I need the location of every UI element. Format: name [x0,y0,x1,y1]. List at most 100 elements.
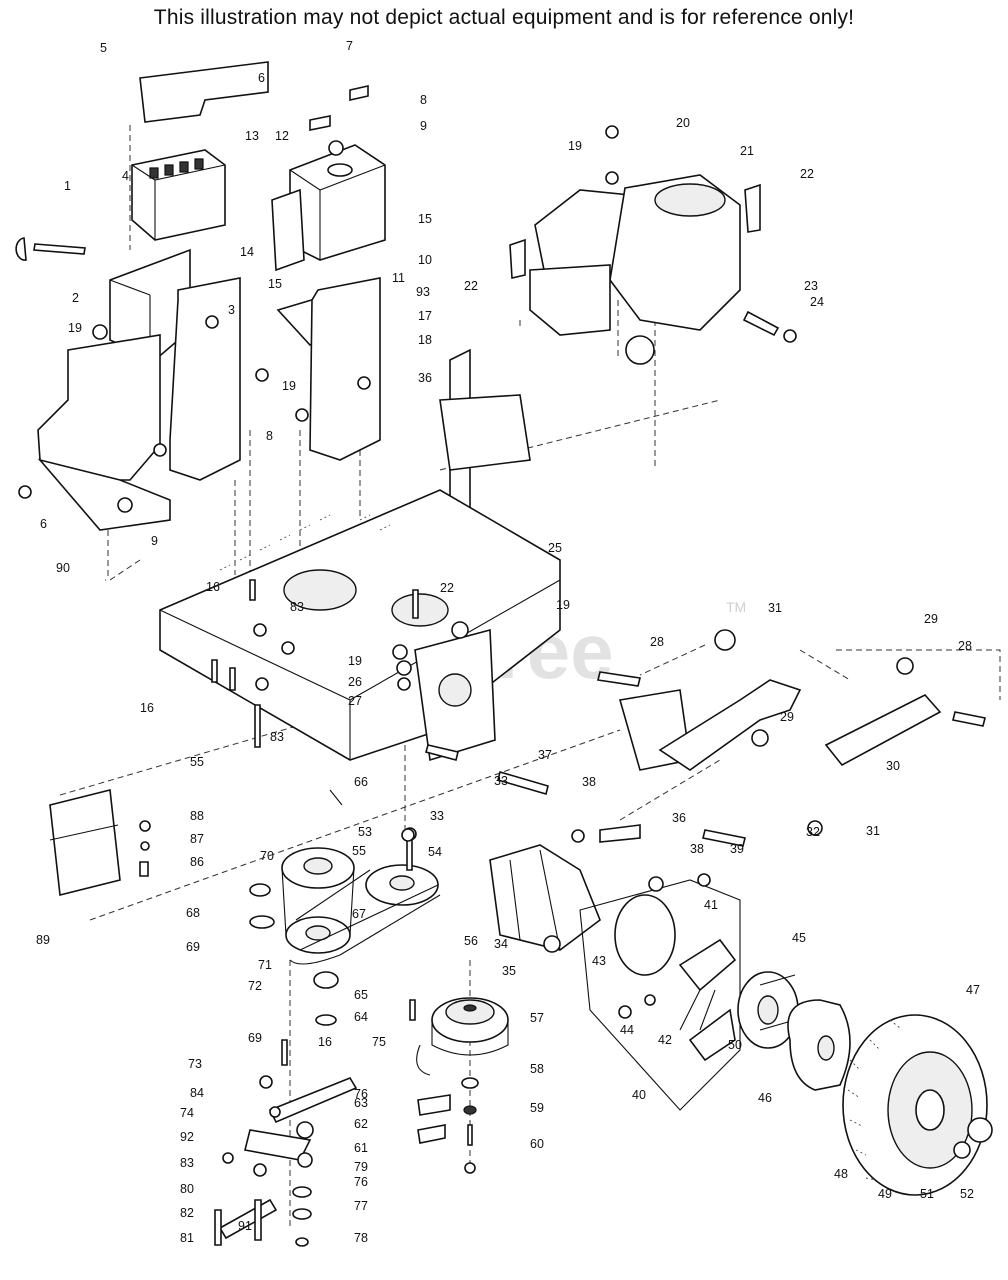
callout-77: 77 [354,1199,368,1213]
callout-50: 50 [728,1038,742,1052]
watermark-trademark: TM [726,599,746,615]
callout-81: 81 [180,1231,194,1245]
callout-31: 31 [768,601,782,615]
tension-spring [218,1198,278,1240]
callout-79: 79 [354,1160,368,1174]
callout-42: 42 [658,1033,672,1047]
callout-36: 36 [672,811,686,825]
callout-28: 28 [650,635,664,649]
callout-84: 84 [190,1086,204,1100]
callout-35: 35 [502,964,516,978]
callout-17: 17 [418,309,432,323]
callout-20: 20 [676,116,690,130]
callout-34: 34 [494,937,508,951]
callout-24: 24 [810,295,824,309]
callout-16: 16 [206,580,220,594]
callout-56: 56 [464,934,478,948]
engine-group [509,125,797,365]
callout-49: 49 [878,1187,892,1201]
callout-92: 92 [180,1130,194,1144]
callout-46: 46 [758,1091,772,1105]
callout-19: 19 [282,379,296,393]
callout-32: 32 [806,825,820,839]
callout-58: 58 [530,1062,544,1076]
callout-11: 11 [392,271,405,285]
frame-shields [37,277,531,562]
callout-73: 73 [188,1057,202,1071]
callout-82: 82 [180,1206,194,1220]
callout-22: 22 [440,581,454,595]
brake-disc [614,894,676,976]
callout-76: 76 [354,1087,368,1101]
callout-7: 7 [346,39,353,53]
callout-30: 30 [886,759,900,773]
main-frame-plate [159,489,561,761]
hardware [15,237,585,843]
callout-1: 1 [64,179,71,193]
brake-group-outline [579,879,741,1111]
callout-64: 64 [354,1010,368,1024]
callout-45: 45 [792,931,806,945]
callout-55: 55 [352,844,366,858]
disclaimer-text: This illustration may not depict actual … [153,6,855,29]
callout-31: 31 [866,824,880,838]
callout-13: 13 [245,129,259,143]
callout-3: 3 [228,303,235,317]
callout-68: 68 [186,906,200,920]
battery-group [109,61,269,361]
callout-26: 26 [348,675,362,689]
rear-shield-lower [37,458,171,531]
callout-48: 48 [834,1167,848,1181]
callout-60: 60 [530,1137,544,1151]
starter [625,335,655,365]
callout-29: 29 [924,612,938,626]
linkage-arm [658,679,802,771]
callout-88: 88 [190,809,204,823]
left-support-bracket [169,277,241,481]
callout-53: 53 [358,825,372,839]
callout-63: 63 [354,1096,368,1110]
callout-83: 83 [180,1156,194,1170]
callout-19: 19 [556,598,570,612]
callout-70: 70 [260,849,274,863]
callout-6: 6 [40,517,47,531]
callout-37: 37 [538,748,552,762]
callout-67: 67 [352,907,366,921]
callout-86: 86 [190,855,204,869]
callout-25: 25 [548,541,562,555]
callout-52: 52 [960,1187,974,1201]
callout-87: 87 [190,832,204,846]
callout-19: 19 [68,321,82,335]
callout-36: 36 [418,371,432,385]
callout-93: 93 [416,285,430,299]
callout-91: 91 [238,1219,252,1233]
battery-hold-down [139,61,269,123]
callout-16: 16 [318,1035,332,1049]
callout-9: 9 [151,534,158,548]
callout-54: 54 [428,845,442,859]
tank-clips [309,85,369,131]
engine-shaft-bolt [742,310,780,337]
long-bolt [15,237,86,261]
pulley-group [249,789,441,1026]
brake-group [579,824,741,1111]
callout-89: 89 [36,933,50,947]
air-filter [654,183,726,217]
callout-55: 55 [190,755,204,769]
callout-69: 69 [186,940,200,954]
callout-59: 59 [530,1101,544,1115]
callout-22: 22 [464,279,478,293]
callout-29: 29 [780,710,794,724]
callout-44: 44 [620,1023,634,1037]
callout-72: 72 [248,979,262,993]
callout-90: 90 [56,561,70,575]
right-support-bracket [309,277,381,461]
callout-27: 27 [348,694,362,708]
callout-47: 47 [966,983,980,997]
tank-strap [271,188,305,272]
battery [131,149,226,241]
callout-33: 33 [494,774,508,788]
callout-2: 2 [72,291,79,305]
